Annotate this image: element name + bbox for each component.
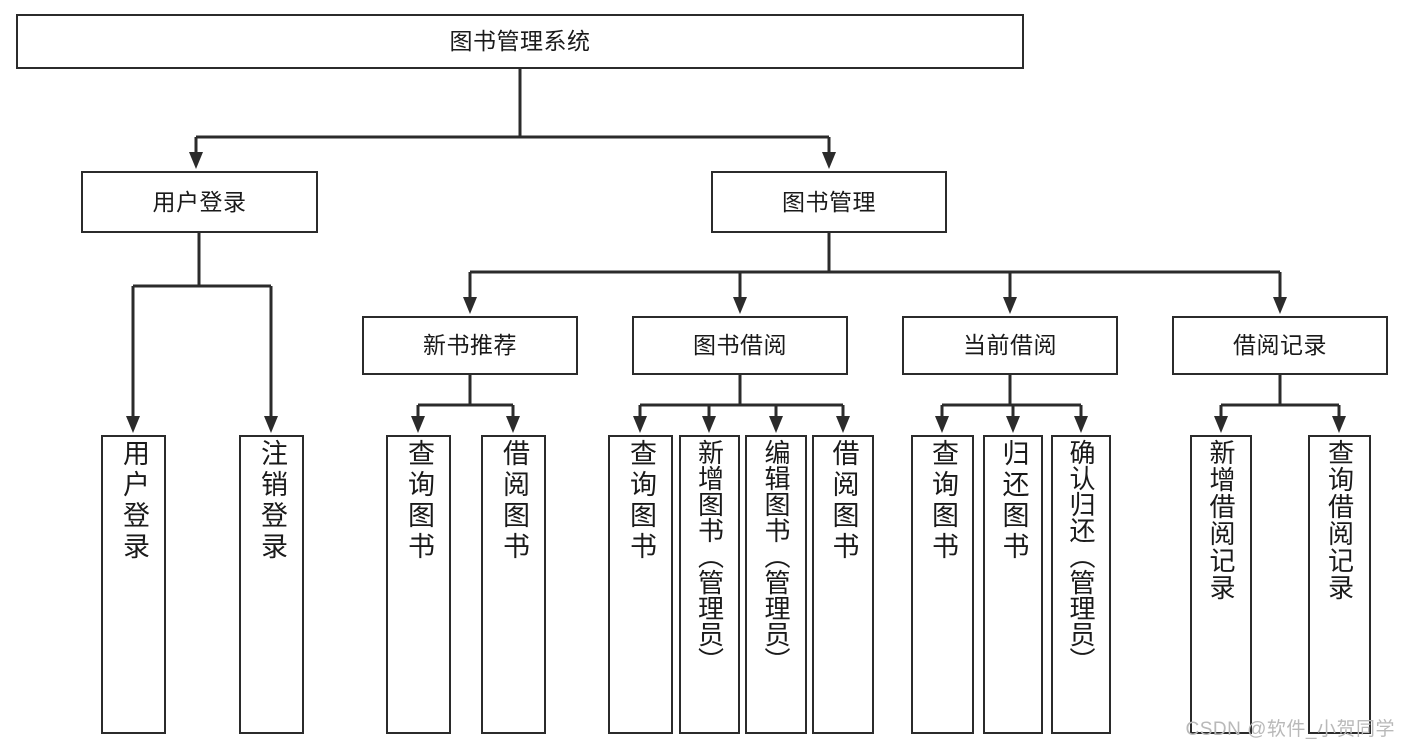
node-label: 新书推荐 (423, 332, 517, 359)
node-leaf-4[interactable]: 查询图书 (608, 435, 673, 734)
node-label: 用户登录 (152, 188, 247, 215)
node-level3-3[interactable]: 借阅记录 (1172, 316, 1388, 375)
node-label: 编辑图书（管理员） (761, 439, 791, 673)
node-label: 新增借阅记录 (1206, 439, 1236, 601)
node-label: 确认归还（管理员） (1066, 439, 1096, 673)
node-label: 图书管理 (782, 188, 876, 215)
node-leaf-10[interactable]: 确认归还（管理员） (1051, 435, 1111, 734)
node-leaf-3[interactable]: 借阅图书 (481, 435, 546, 734)
node-label: 用户登录 (119, 439, 149, 563)
node-level2-0[interactable]: 用户登录 (81, 171, 318, 233)
node-leaf-2[interactable]: 查询图书 (386, 435, 451, 734)
node-leaf-1[interactable]: 注销登录 (239, 435, 304, 734)
node-label: 新增图书（管理员） (694, 439, 725, 673)
node-label: 图书借阅 (693, 332, 787, 359)
node-level3-0[interactable]: 新书推荐 (362, 316, 578, 375)
connector-lines (131, 69, 1341, 418)
node-label: 查询借阅记录 (1324, 439, 1355, 601)
node-leaf-9[interactable]: 归还图书 (983, 435, 1043, 734)
node-label: 借阅记录 (1233, 332, 1327, 359)
node-label: 借阅图书 (828, 439, 859, 563)
node-label: 当前借阅 (963, 332, 1057, 359)
node-leaf-8[interactable]: 查询图书 (911, 435, 974, 734)
node-level3-1[interactable]: 图书借阅 (632, 316, 848, 375)
node-label: 查询图书 (626, 439, 656, 563)
node-leaf-12[interactable]: 查询借阅记录 (1308, 435, 1371, 734)
connector-arrowheads (126, 152, 1346, 433)
node-leaf-7[interactable]: 借阅图书 (812, 435, 874, 734)
node-root-图书管理系统[interactable]: 图书管理系统 (16, 14, 1024, 69)
node-level2-1[interactable]: 图书管理 (711, 171, 947, 233)
node-level3-2[interactable]: 当前借阅 (902, 316, 1118, 375)
node-leaf-11[interactable]: 新增借阅记录 (1190, 435, 1252, 734)
node-label: 查询图书 (928, 439, 958, 563)
node-label: 查询图书 (404, 439, 434, 563)
node-leaf-6[interactable]: 编辑图书（管理员） (745, 435, 807, 734)
node-label: 借阅图书 (499, 439, 529, 563)
node-label: 归还图书 (998, 439, 1029, 563)
node-leaf-0[interactable]: 用户登录 (101, 435, 166, 734)
node-label: 图书管理系统 (449, 28, 591, 55)
watermark-text: CSDN @软件_小贺同学 (1185, 719, 1395, 740)
node-leaf-5[interactable]: 新增图书（管理员） (679, 435, 740, 734)
node-label: 注销登录 (257, 439, 287, 563)
